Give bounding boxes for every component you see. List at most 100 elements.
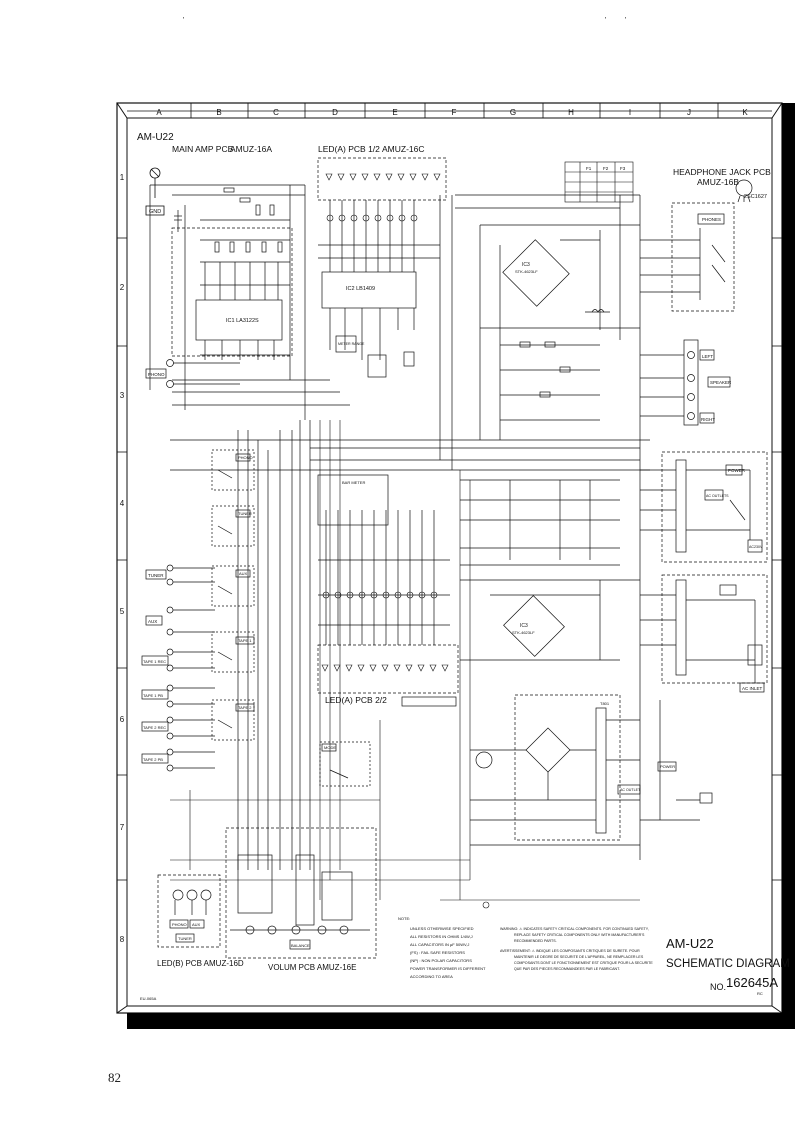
- tuner-jack-label: TUNER: [148, 573, 164, 578]
- tuner-switch-label: TUNER: [238, 511, 252, 516]
- row-label-5: 5: [120, 607, 125, 616]
- col-label-b: B: [216, 108, 221, 117]
- fuse-f1-label: F1: [586, 166, 592, 171]
- ac-area-top: [640, 451, 768, 563]
- meter-range-label: METER RANGE: [338, 342, 365, 346]
- column-grid: [127, 103, 772, 118]
- main-amp-pcb-label: MAIN AMP PCB: [172, 144, 234, 154]
- volum-pcb-label: VOLUM PCB AMUZ-16E: [268, 963, 356, 972]
- warning-line-7: QUE PAR DES PIECES RECOMMANDEES PAR LE F…: [514, 967, 620, 971]
- col-label-d: D: [332, 108, 338, 117]
- power-amp-circuit: [170, 194, 650, 700]
- fuse-table: [564, 161, 634, 203]
- balance-label: BALANCE: [291, 943, 310, 948]
- bar-meter-label: BAR METER: [342, 480, 365, 485]
- row-label-7: 7: [120, 823, 125, 832]
- title-text: SCHEMATIC DIAGRAM: [666, 958, 790, 970]
- doc-code: EU-065A: [140, 996, 157, 1001]
- ic3-top-label: IC3: [522, 262, 530, 268]
- row-label-2: 2: [120, 283, 125, 292]
- warning-line-4: AVERTISSEMENT: ⚠ INDIQUE LES COMPOSANTS …: [500, 949, 640, 953]
- title-block: AM-U22 SCHEMATIC DIAGRAM NO. 162645A RC: [666, 936, 790, 996]
- warning-line-6: COMPOSANTS DONT LE FONCTIONNEMENT EST CR…: [514, 961, 653, 965]
- col-label-j: J: [687, 108, 691, 117]
- col-label-g: G: [510, 108, 516, 117]
- page-number: 82: [108, 1070, 121, 1085]
- led-a-top-circuit: [317, 157, 453, 470]
- main-amp-pcb-code: AMUZ-16A: [230, 144, 272, 154]
- row-grid: [117, 237, 782, 881]
- row-label-8: 8: [120, 935, 125, 944]
- led-b-pcb-label: LED(B) PCB AMUZ-16D: [157, 959, 244, 968]
- ac-inlet-label: AC INLET: [742, 686, 763, 691]
- row-label-3: 3: [120, 391, 125, 400]
- selector-switches: [211, 420, 371, 870]
- notes-block: NOTE: UNLESS OTHERWISE SPECIFIED ALL RES…: [398, 916, 486, 979]
- model-heading: AM-U22: [137, 132, 174, 143]
- headphone-pcb-code: AMUZ-16B: [697, 177, 739, 187]
- transistor-label: 2SC1627: [744, 194, 767, 200]
- phono-switch-label: PHONO: [238, 455, 253, 460]
- warning-line-2: REPLACE SAFETY CRITICAL COMPONENTS ONLY …: [514, 933, 645, 937]
- led-b-circuit: [157, 874, 221, 948]
- led-b-tuner-label: TUNER: [178, 936, 192, 941]
- ic2-body: [321, 271, 417, 309]
- tape1-switch-label: TAPE 1: [238, 638, 252, 643]
- gnd-label: GND: [149, 209, 161, 215]
- bridge-rectifier: [525, 727, 571, 773]
- title-no-label: NO.: [710, 982, 726, 992]
- notes-line-4: (FS) : FAIL SAFE RESISTORS: [410, 950, 465, 955]
- notes-line-1: UNLESS OTHERWISE SPECIFIED: [410, 926, 474, 931]
- warning-line-5: MAINTENIR LE DEGRE DE SECURITE DE L'APPA…: [514, 955, 644, 959]
- aux-switch-label: AUX: [239, 571, 248, 576]
- ac-outlets-label: AC OUTLETS: [706, 494, 729, 498]
- ic2-label: IC2 LB1409: [346, 286, 375, 292]
- row-label-4: 4: [120, 499, 125, 508]
- power-label-bottom: POWER: [660, 764, 675, 769]
- ic1-body: [195, 299, 283, 341]
- notes-line-7: ACCORDING TO AREA: [410, 974, 453, 979]
- ic3-top-type: STK-4623LF: [515, 269, 538, 274]
- transformer-label: T801: [600, 701, 610, 706]
- title-model: AM-U22: [666, 936, 714, 951]
- col-label-c: C: [273, 108, 279, 117]
- warning-line-3: RECOMMENDED PARTS.: [514, 939, 557, 943]
- row-label-1: 1: [120, 173, 125, 182]
- svg-text:': ': [625, 17, 626, 24]
- routing-wires: [170, 420, 640, 909]
- sheet-border: [116, 102, 783, 1014]
- right-band: [782, 103, 795, 1029]
- tape2-pb-label: TAPE 2 PB: [143, 757, 163, 762]
- notes-line-2: ALL RESISTORS IN OHMS 1/4W,J: [410, 934, 473, 939]
- power-supply-circuit: [470, 694, 713, 860]
- volum-circuit: [225, 827, 377, 959]
- col-label-k: K: [742, 108, 748, 117]
- led-a-bottom-circuit: [317, 474, 459, 707]
- led-a-pcb-2-label: LED(A) PCB 2/2: [325, 695, 387, 705]
- col-label-f: F: [452, 108, 457, 117]
- right-label: RIGHT: [701, 417, 715, 422]
- notes-heading: NOTE:: [398, 916, 410, 921]
- meter-range-box: [335, 335, 357, 353]
- speaker-terminals: [640, 339, 731, 426]
- title-number: 162645A: [726, 975, 778, 990]
- title-suffix: RC: [757, 991, 763, 996]
- speaker-label: SPEAKER: [710, 380, 732, 385]
- power-label-top: POWER: [728, 468, 746, 473]
- led-a-pcb-1-code: AMUZ-16C: [382, 144, 425, 154]
- led-b-phono-label: PHONO: [172, 922, 187, 927]
- ac230v-label: AC230V: [749, 545, 763, 549]
- notes-line-3: ALL CAPACITORS IN μF 50WV,J: [410, 942, 469, 947]
- notes-line-6: POWER TRANSFORMER IS DIFFERENT: [410, 966, 486, 971]
- col-label-i: I: [629, 108, 631, 117]
- led-a-bottom-diodes: [321, 591, 449, 672]
- ac-outlet-label: AC OUTLET: [620, 788, 641, 792]
- notes-line-5: (NP) : NON POLAR CAPACITORS: [410, 958, 472, 963]
- headphone-circuit: [640, 179, 753, 312]
- led-a-top-diodes: [325, 173, 441, 222]
- transformer-body: [595, 707, 607, 834]
- main-amp-circuit: [149, 184, 350, 420]
- tape2-switch-label: TAPE 2: [238, 705, 252, 710]
- gnd-terminal: [145, 167, 165, 216]
